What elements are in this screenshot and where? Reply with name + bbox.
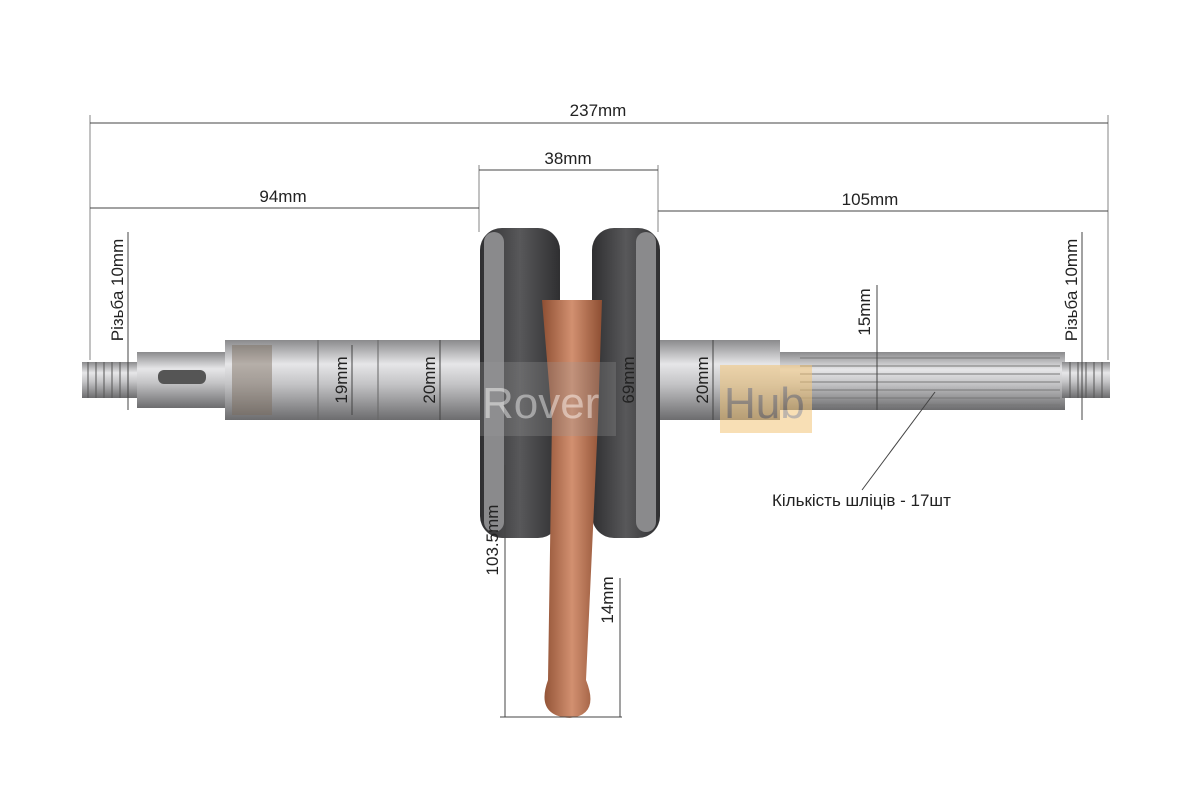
crankshaft	[82, 228, 1110, 718]
dim-left-journal: 20mm	[420, 356, 439, 403]
dim-spline-diameter: 15mm	[855, 288, 874, 335]
dim-rod-length: 103.5mm	[483, 505, 502, 576]
keyway	[158, 370, 206, 384]
connecting-rod	[542, 300, 602, 718]
spline-count-callout: Кількість шліців - 17шт	[772, 491, 951, 510]
left-thread	[82, 362, 137, 398]
watermark: Rover Hub	[480, 362, 812, 436]
dim-web-width: 38mm	[544, 149, 591, 168]
dim-right-shaft: 105mm	[842, 190, 899, 209]
dim-left-thread: Різьба 10mm	[108, 239, 127, 342]
dimension-lines	[89, 115, 1109, 718]
dim-right-thread: Різьба 10mm	[1062, 239, 1081, 342]
dim-total-length: 237mm	[570, 101, 627, 120]
splined-shaft	[780, 352, 1065, 410]
dim-right-journal: 20mm	[693, 356, 712, 403]
dim-small-end: 14mm	[598, 576, 617, 623]
watermark-part1: Rover	[482, 379, 599, 428]
dim-web-diameter: 69mm	[619, 356, 638, 403]
dim-left-journal-small: 19mm	[332, 356, 351, 403]
watermark-part2: Hub	[724, 379, 805, 428]
dim-left-shaft: 94mm	[259, 187, 306, 206]
